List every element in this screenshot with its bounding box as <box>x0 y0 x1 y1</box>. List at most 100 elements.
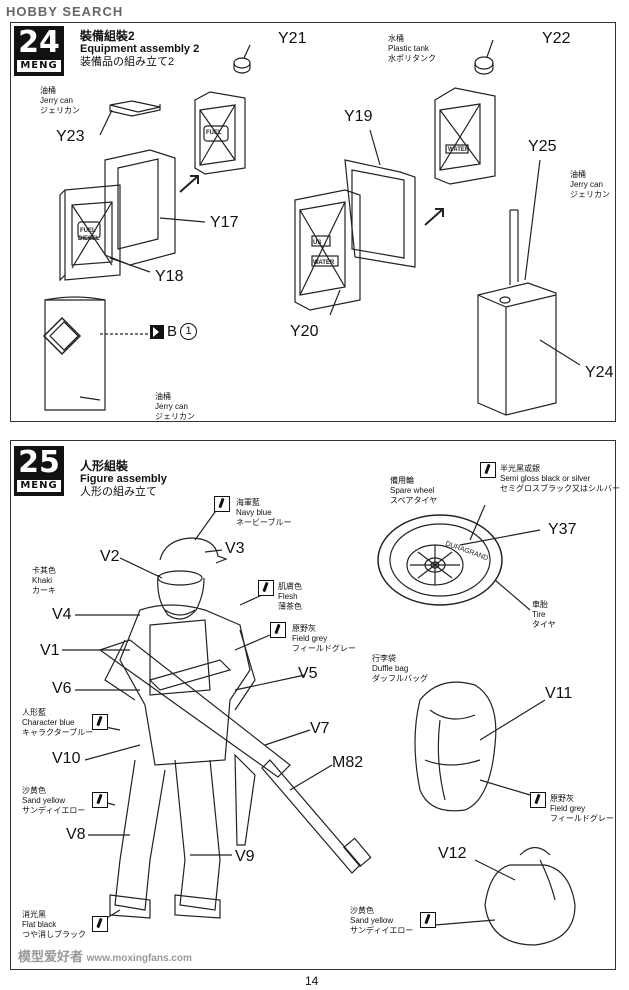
part-y25: Y25 <box>528 138 557 155</box>
paint-cn: 半光黑或銀 <box>500 464 540 473</box>
label-en: Plastic tank <box>388 44 429 53</box>
paint-cn: 原野灰 <box>292 624 316 633</box>
duffle-bag <box>414 681 497 812</box>
item-en: Tire <box>532 610 546 619</box>
step-25-panel <box>10 440 616 970</box>
paint-en: Sand yellow <box>22 796 66 805</box>
label-spare-wheel: 備用輪 Spare wheel スペアタイヤ <box>390 476 437 506</box>
item-jp: スペアタイヤ <box>390 496 438 505</box>
part-y22: Y22 <box>542 30 571 47</box>
paint-icon-flat-black <box>92 916 108 932</box>
paint-en: Khaki <box>32 576 53 585</box>
label-jp: 水ポリタンク <box>388 54 436 63</box>
part-m82: M82 <box>332 754 364 771</box>
paint-icon-sand-yellow <box>92 792 108 808</box>
paint-jp: カーキ <box>32 586 56 595</box>
step-25-title: 人形組裝 Figure assembly 人形の組み立て <box>80 460 167 499</box>
can-text-fuel: FUEL <box>80 228 96 234</box>
part-v8: V8 <box>66 826 86 843</box>
title-en: Equipment assembly 2 <box>80 43 200 55</box>
paint-jp: フィールドグレー <box>292 644 356 653</box>
paint-icon-navy <box>214 496 230 512</box>
cap <box>159 537 228 564</box>
paint-jp: サンディイエロー <box>22 806 86 815</box>
label-jp: ジェリカン <box>40 106 80 115</box>
paint-cn: 卡其色 <box>32 566 56 575</box>
title-en: Figure assembly <box>80 473 167 485</box>
title-cn: 裝備組裝2 <box>80 29 135 43</box>
part-v10: V10 <box>52 750 81 767</box>
part-v7: V7 <box>310 720 330 737</box>
paint-jp: フィールドグレー <box>550 814 614 823</box>
part-v3: V3 <box>225 540 245 557</box>
brand-logo: MENG <box>17 480 61 492</box>
item-jp: ダッフルバッグ <box>372 674 428 683</box>
part-y20: Y20 <box>290 323 319 340</box>
svg-text:FUEL: FUEL <box>206 130 222 136</box>
watermark-cn: 模型爱好者 <box>18 949 84 964</box>
part-y17: Y17 <box>210 214 239 231</box>
part-v5: V5 <box>298 665 318 682</box>
step-24-panel <box>10 22 616 422</box>
paint-sand-yellow-2: 沙黄色 Sand yellow サンディイエロー <box>350 906 413 936</box>
decal-letter: B <box>167 323 178 340</box>
item-cn: 車胎 <box>532 600 548 609</box>
paint-cn: 原野灰 <box>550 794 574 803</box>
watermark-url: www.moxingfans.com <box>86 953 192 964</box>
paint-icon-character-blue <box>92 714 108 730</box>
label-jerry-can-left: 油桶 Jerry can ジェリカン <box>40 86 80 116</box>
paint-icon-field-grey <box>270 622 286 638</box>
paint-jp: セミグロスブラック又はシルバー <box>500 484 620 493</box>
part-y19: Y19 <box>344 108 373 125</box>
decal-reference: B 1 <box>150 323 198 340</box>
part-y37: Y37 <box>548 521 577 538</box>
part-v9: V9 <box>235 848 255 865</box>
step-number: 25 <box>18 445 60 480</box>
paint-en: Navy blue <box>236 508 272 517</box>
label-cn: 水桶 <box>388 34 404 43</box>
item-jp: タイヤ <box>532 620 556 629</box>
paint-jp: ネービーブルー <box>236 518 292 527</box>
svg-text:WATER: WATER <box>448 147 470 153</box>
site-logo: HOBBY SEARCH <box>6 4 123 19</box>
label-en: Jerry can <box>570 180 603 189</box>
can-text-water: WATER <box>313 260 335 266</box>
paint-cn: 沙黄色 <box>350 906 374 915</box>
paint-icon-semi-gloss <box>480 462 496 478</box>
part-v2: V2 <box>100 548 120 565</box>
label-en: Jerry can <box>40 96 73 105</box>
paint-cn: 肌膚色 <box>278 582 302 591</box>
label-cn: 油桶 <box>40 86 56 95</box>
part-y23: Y23 <box>56 128 85 145</box>
label-en: Jerry can <box>155 402 188 411</box>
step-24-badge: 24 MENG <box>14 26 64 76</box>
part-y18: Y18 <box>155 268 184 285</box>
torso <box>119 604 251 766</box>
part-v6: V6 <box>52 680 72 697</box>
paint-jp: キャラクターブルー <box>22 728 94 737</box>
label-cn: 油桶 <box>570 170 586 179</box>
label-plastic-tank: 水桶 Plastic tank 水ポリタンク <box>388 34 436 64</box>
tire <box>377 514 503 606</box>
paint-jp: 薄茶色 <box>278 602 302 611</box>
label-jp: ジェリカン <box>155 412 195 421</box>
paint-en: Character blue <box>22 718 75 727</box>
brand-logo: MENG <box>17 60 61 72</box>
part-v4: V4 <box>52 606 72 623</box>
paint-sand-yellow: 沙黄色 Sand yellow サンディイエロー <box>22 786 85 816</box>
paint-field-grey: 原野灰 Field grey フィールドグレー <box>292 624 356 654</box>
label-jerry-can-right: 油桶 Jerry can ジェリカン <box>570 170 610 200</box>
paint-en: Flesh <box>278 592 298 601</box>
page-number: 14 <box>305 974 319 988</box>
label-cn: 油桶 <box>155 392 171 401</box>
y18-part <box>64 184 121 281</box>
item-en: Spare wheel <box>390 486 435 495</box>
paint-field-grey-2: 原野灰 Field grey フィールドグレー <box>550 794 614 824</box>
paint-en: Field grey <box>292 634 328 643</box>
part-y21: Y21 <box>278 30 307 47</box>
item-cn: 備用輪 <box>390 476 414 485</box>
paint-cn: 沙黄色 <box>22 786 46 795</box>
step-24-title: 裝備組裝2 Equipment assembly 2 装備品の組み立て2 <box>80 30 199 69</box>
can-text-diesel: DIESEL <box>78 236 100 242</box>
